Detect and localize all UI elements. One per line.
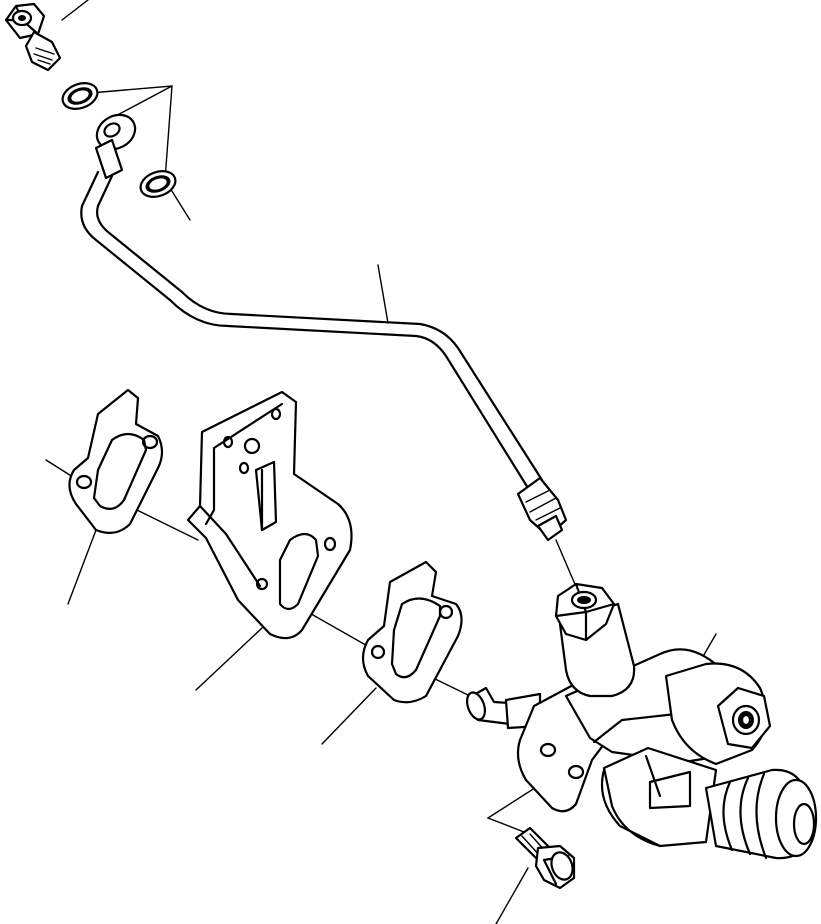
fuel-pump [464, 584, 816, 858]
leader-fuel-tube [378, 265, 388, 323]
leader-washers [90, 86, 190, 220]
washer-lower [137, 167, 179, 202]
leader-bracket [196, 628, 262, 690]
leader-flange-bolt-lower [496, 868, 528, 924]
leader-gasket-rear-lower [68, 530, 96, 604]
mounting-bracket [188, 392, 352, 638]
fuel-tube [81, 108, 566, 540]
leader-banjo-bolt [62, 0, 88, 20]
leader-gasket-front [322, 688, 376, 744]
gasket-front [363, 562, 462, 702]
gasket-rear [69, 390, 162, 533]
banjo-bolt [6, 4, 60, 70]
washer-upper [59, 79, 101, 114]
flange-bolt [516, 828, 576, 888]
